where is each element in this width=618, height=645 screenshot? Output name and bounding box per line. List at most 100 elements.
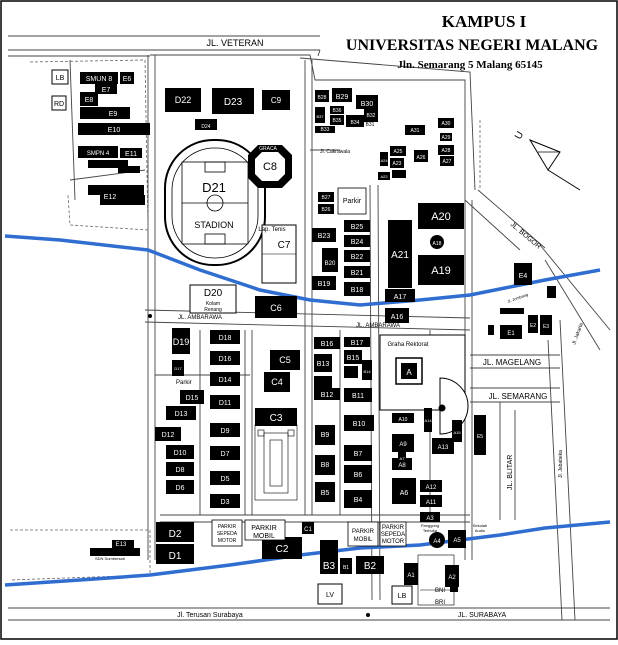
- label-a3: A3: [426, 516, 434, 522]
- label-jl-cakrawala: Jl. Cakrawala: [320, 149, 350, 155]
- label-b33: B33: [321, 127, 330, 133]
- label-parkir-sepeda-2: SEPEDA: [217, 531, 238, 537]
- label-b1: B1: [343, 565, 349, 571]
- label-a5: A5: [453, 538, 461, 544]
- label-a7: A7: [400, 456, 406, 461]
- label-sekolah-1: Sekolah: [473, 523, 487, 528]
- label-d23: D23: [224, 97, 243, 108]
- label-b8: B8: [321, 462, 330, 469]
- label-parkir-mobil-2: MOBIL: [253, 533, 275, 540]
- label-b9: B9: [321, 432, 330, 439]
- label-b3: B3: [323, 561, 336, 572]
- label-b30: B30: [361, 101, 374, 108]
- label-b27: B27: [322, 195, 331, 201]
- label-lap-tenis: Lap. Tenis: [258, 227, 285, 233]
- label-smpn4: SMPN 4: [87, 151, 110, 157]
- label-panggung-2: Terbuka: [423, 528, 438, 533]
- label-b10: B10: [353, 421, 366, 428]
- label-c8: C8: [263, 161, 277, 173]
- label-a17: A17: [394, 294, 407, 301]
- label-b11: B11: [352, 393, 364, 400]
- label-parkir-sepeda-b3: MOTOR: [382, 539, 405, 545]
- label-a28: A28: [442, 148, 451, 154]
- label-e2: E2: [530, 323, 536, 329]
- label-d14: D14: [219, 377, 232, 384]
- label-sekolah-2: Audio: [475, 528, 486, 533]
- label-d3: D3: [221, 499, 230, 506]
- building-c8[interactable]: [248, 145, 292, 188]
- label-a25: A25: [394, 149, 403, 155]
- label-a24: A24: [380, 158, 388, 163]
- label-b17: B17: [351, 340, 364, 347]
- label-e11: E11: [125, 151, 137, 158]
- label-e10: E10: [108, 127, 121, 134]
- label-d6: D6: [176, 485, 185, 492]
- label-parkir-sepeda-b2: SEPEDA: [381, 532, 405, 538]
- label-d24: D24: [201, 124, 210, 130]
- parking-areas: [211, 187, 407, 547]
- label-stadion: STADION: [194, 220, 233, 230]
- label-a13: A13: [438, 445, 449, 451]
- label-jl-semarang: JL. SEMARANG: [489, 392, 548, 401]
- label-b6: B6: [354, 472, 363, 479]
- label-sdn: SDN Sumbersari: [95, 556, 125, 561]
- label-e13: E13: [116, 542, 127, 548]
- label-d18: D18: [219, 335, 232, 342]
- label-d22: D22: [175, 95, 192, 105]
- label-c9: C9: [271, 96, 282, 105]
- label-e9: E9: [109, 111, 118, 118]
- label-b13: B13: [317, 361, 330, 368]
- label-a11: A11: [426, 500, 437, 506]
- label-a16: A16: [391, 314, 404, 321]
- label-e4: E4: [519, 273, 528, 280]
- label-compass-u: U: [513, 130, 526, 142]
- map-title: KAMPUS I: [442, 12, 527, 31]
- label-a1: A1: [407, 573, 415, 579]
- label-b19: B19: [318, 281, 331, 288]
- label-e5: E5: [477, 434, 483, 440]
- label-lb-bottom: LB: [398, 593, 407, 600]
- area-labels: Parkir Parkir PARKIR SEPEDA MOTOR PARKIR…: [95, 198, 487, 606]
- label-a19: A19: [431, 265, 451, 277]
- label-a12: A12: [426, 485, 437, 491]
- label-b14: B14: [363, 369, 371, 374]
- label-smun8: SMUN 8: [86, 76, 113, 83]
- label-a15: A15: [453, 430, 461, 435]
- label-bri: BRI: [435, 600, 445, 606]
- label-a4: A4: [433, 539, 441, 545]
- label-jl-surabaya: JL. SURABAYA: [458, 612, 507, 619]
- label-c7: C7: [278, 240, 291, 251]
- label-jl-ambarawa-c: JL. AMBARAWA: [356, 323, 400, 329]
- label-d7: D7: [221, 451, 230, 458]
- label-jl-jababeka: Jl. Jababeka: [558, 450, 564, 478]
- label-graca: GRACA: [259, 146, 277, 152]
- building-labels: LB RD SMUN 8 E6 E7 E8 E9 E10 SMPN 4 E11 …: [54, 75, 549, 600]
- label-a22: A22: [380, 174, 388, 179]
- label-d19: D19: [173, 337, 190, 347]
- label-b18: B18: [351, 287, 364, 294]
- label-d16: D16: [219, 356, 232, 363]
- label-parkir-sepeda-b1: PARKIR: [382, 525, 405, 531]
- label-rd: RD: [54, 101, 64, 108]
- label-a9: A9: [399, 442, 407, 448]
- campus-boundary: [9, 59, 481, 581]
- label-a20: A20: [431, 211, 451, 223]
- label-b5: B5: [321, 490, 330, 497]
- north-arrow-icon: [528, 138, 581, 191]
- label-d13: D13: [175, 411, 188, 418]
- label-b12: B12: [321, 392, 334, 399]
- label-d11: D11: [219, 400, 231, 407]
- label-d10: D10: [174, 450, 187, 457]
- label-a8: A8: [398, 463, 406, 469]
- label-parkir-sepeda-1: PARKIR: [218, 524, 237, 530]
- label-a10: A10: [399, 417, 408, 423]
- label-b22: B22: [351, 254, 364, 261]
- label-jl-ambarawa-w: JL. AMBARAWA: [178, 315, 222, 321]
- label-b32: B32: [367, 113, 376, 119]
- label-b16: B16: [321, 341, 334, 348]
- label-lb: LB: [56, 75, 65, 82]
- label-b4: B4: [354, 497, 363, 504]
- label-b20: B20: [325, 261, 336, 267]
